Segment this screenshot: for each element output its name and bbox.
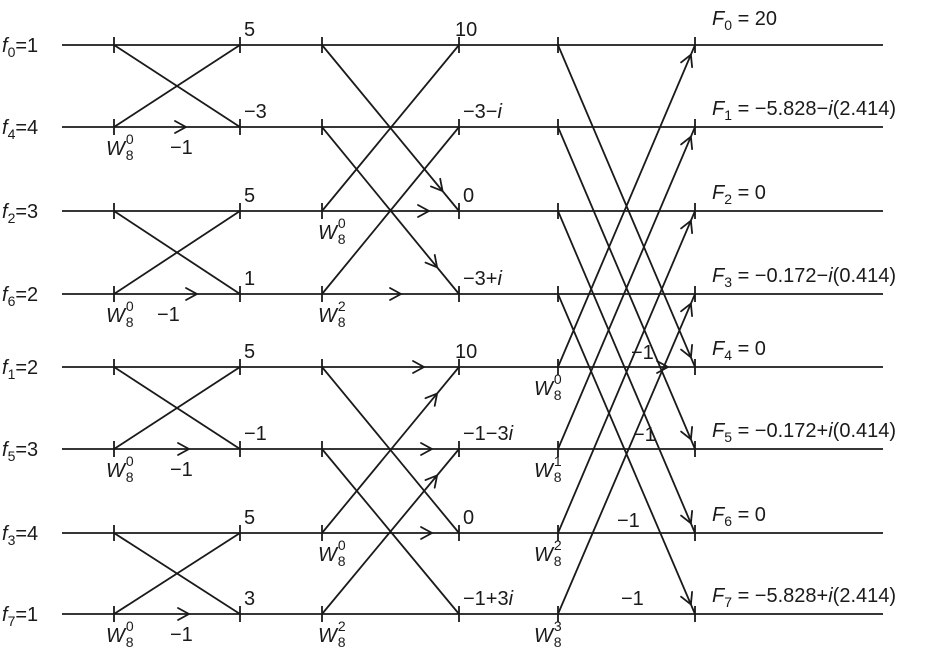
stage1-multiplier-1: −1 bbox=[157, 304, 180, 326]
stage1-value-4: 5 bbox=[244, 341, 255, 363]
input-label-6: f3=4 bbox=[2, 523, 38, 548]
stage1-value-7: 3 bbox=[244, 588, 255, 610]
stage3-butterfly-3-up bbox=[557, 293, 696, 615]
input-label-0: f0=1 bbox=[2, 35, 38, 60]
stage1-butterfly-0-up bbox=[113, 44, 241, 128]
stage2-arrow-h-1 bbox=[389, 287, 402, 301]
stage1-multiplier-3: −1 bbox=[170, 624, 193, 646]
stage3-arrow-up-0 bbox=[680, 53, 694, 69]
stage2-arrow-d-1 bbox=[424, 254, 438, 269]
stage1-arrow-1 bbox=[185, 287, 198, 301]
stage2-arrow-d-0 bbox=[430, 177, 444, 192]
stage3-multiplier-1: −1 bbox=[633, 424, 656, 446]
stage1-arrow-0 bbox=[174, 120, 187, 134]
stage3-multiplier-3: −1 bbox=[621, 588, 644, 610]
stage2-arrow-h-0 bbox=[417, 204, 430, 218]
stage2-arrow-d-3 bbox=[424, 474, 438, 489]
output-label-0: F0 = 20 bbox=[712, 8, 777, 33]
output-label-4: F4 = 0 bbox=[712, 338, 766, 363]
stage1-value-0: 5 bbox=[244, 19, 255, 41]
input-label-2: f2=3 bbox=[2, 201, 38, 226]
stage1-butterfly-3-up bbox=[113, 532, 241, 615]
stage3-butterfly-1-up bbox=[557, 126, 696, 450]
stage2-arrow-h-3 bbox=[420, 442, 433, 456]
output-label-3: F3 = −0.172−i(0.414) bbox=[712, 265, 896, 290]
stage1-multiplier-0: −1 bbox=[170, 137, 193, 159]
stage1-value-2: 5 bbox=[244, 185, 255, 207]
stage3-arrow-up-2 bbox=[680, 219, 694, 235]
stage2-value-2: 0 bbox=[463, 185, 474, 207]
output-label-5: F5 = −0.172+i(0.414) bbox=[712, 420, 896, 445]
stage3-arrow-down-2 bbox=[680, 509, 694, 525]
stage3-arrow-h-0 bbox=[656, 360, 669, 374]
stage1-value-1: −3 bbox=[244, 101, 267, 123]
stage1-butterfly-2-up bbox=[113, 366, 241, 450]
stage2-butterfly-1-up bbox=[321, 126, 460, 295]
stage1-value-5: −1 bbox=[244, 423, 267, 445]
stage2-value-6: 0 bbox=[463, 507, 474, 529]
input-label-1: f4=4 bbox=[2, 117, 38, 142]
stage1-arrow-3 bbox=[177, 607, 190, 621]
stage2-value-0: 10 bbox=[455, 19, 477, 41]
butterfly-crosses-layer bbox=[113, 44, 696, 615]
node-ticks-layer bbox=[113, 37, 696, 622]
stage3-arrow-down-3 bbox=[680, 591, 693, 606]
stage3-arrow-down-0 bbox=[680, 343, 694, 359]
stage1-multiplier-2: −1 bbox=[170, 459, 193, 481]
output-label-6: F6 = 0 bbox=[712, 504, 766, 529]
stage2-value-3: −3+i bbox=[463, 268, 502, 290]
stage2-butterfly-0-up bbox=[321, 44, 460, 212]
stage2-value-7: −1+3i bbox=[463, 588, 514, 610]
stage3-arrow-down-1 bbox=[680, 425, 694, 441]
stage3-butterfly-0-up bbox=[557, 44, 696, 368]
stage2-arrow-h-2 bbox=[412, 360, 425, 374]
output-label-7: F7 = −5.828+i(2.414) bbox=[712, 585, 896, 610]
stage3-arrow-up-3 bbox=[680, 302, 693, 317]
stage2-value-1: −3−i bbox=[463, 101, 502, 123]
output-label-2: F2 = 0 bbox=[712, 182, 766, 207]
input-label-4: f1=2 bbox=[2, 357, 38, 382]
input-label-7: f7=1 bbox=[2, 604, 38, 629]
stage2-value-4: 10 bbox=[455, 341, 477, 363]
stage3-arrow-up-1 bbox=[680, 135, 694, 151]
stage2-arrow-d-2 bbox=[424, 392, 438, 407]
stage1-value-3: 1 bbox=[244, 268, 255, 290]
stage2-value-5: −1−3i bbox=[463, 423, 514, 445]
stage2-arrow-h-4 bbox=[420, 526, 433, 540]
stage3-butterfly-2-up bbox=[557, 210, 696, 534]
stage3-multiplier-2: −1 bbox=[617, 510, 640, 532]
arrows-layer bbox=[174, 53, 694, 621]
input-label-5: f5=3 bbox=[2, 439, 38, 464]
output-label-1: F1 = −5.828−i(2.414) bbox=[712, 98, 896, 123]
wires-layer bbox=[62, 44, 883, 615]
input-label-3: f6=2 bbox=[2, 284, 38, 309]
stage1-arrow-2 bbox=[177, 442, 190, 456]
stage3-multiplier-0: −1 bbox=[631, 342, 654, 364]
stage1-value-6: 5 bbox=[244, 507, 255, 529]
labels-layer: f0=1 f4=4 f2=3 f6=2 f1=2 f5=3 f3=4 f7=1 5 −3 5 1 5 −1… bbox=[2, 8, 896, 650]
stage1-butterfly-1-up bbox=[113, 210, 241, 295]
